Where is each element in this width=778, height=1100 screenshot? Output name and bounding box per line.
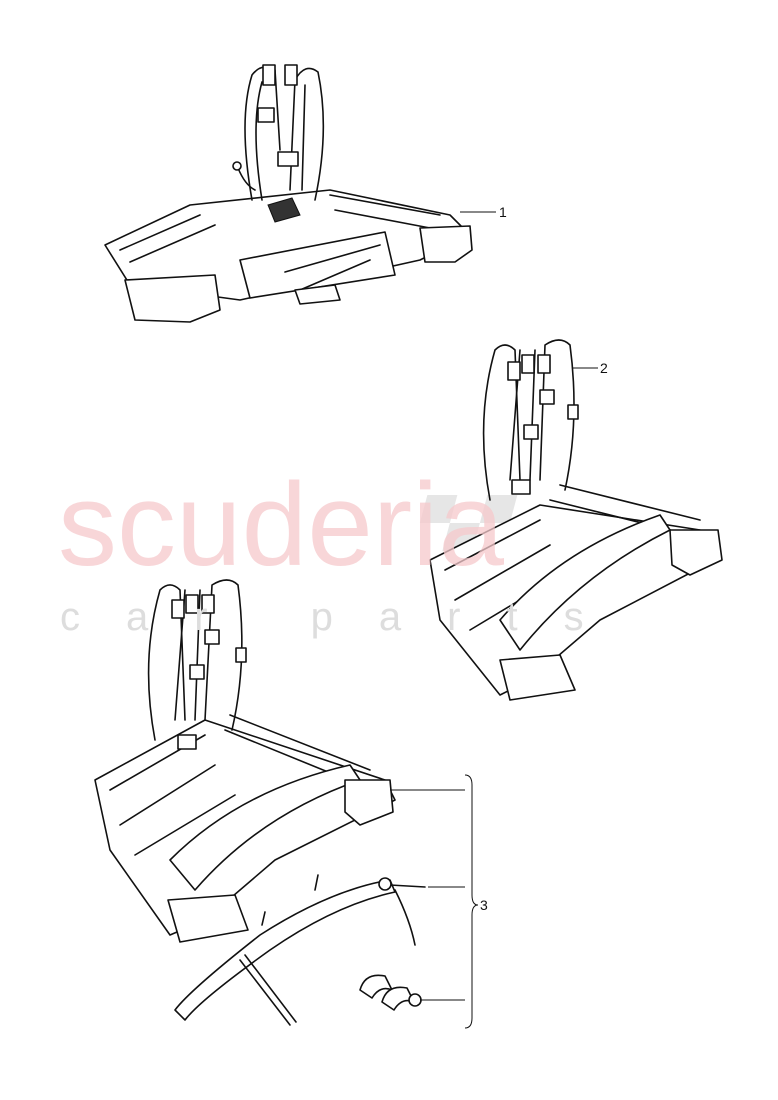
callout-label-1: 1 [499, 204, 507, 220]
callout-label-3: 3 [480, 897, 488, 913]
part-2-carrier [429, 339, 723, 701]
part-3-bike-arm [174, 874, 426, 1026]
part-1-carrier-folded [104, 64, 473, 323]
part-3-clamp [359, 974, 422, 1011]
watermark-sub: car parts [60, 595, 630, 639]
part-3-carrier [94, 579, 396, 943]
watermark-brand: scuderia [58, 459, 504, 591]
callout-label-2: 2 [600, 360, 608, 376]
